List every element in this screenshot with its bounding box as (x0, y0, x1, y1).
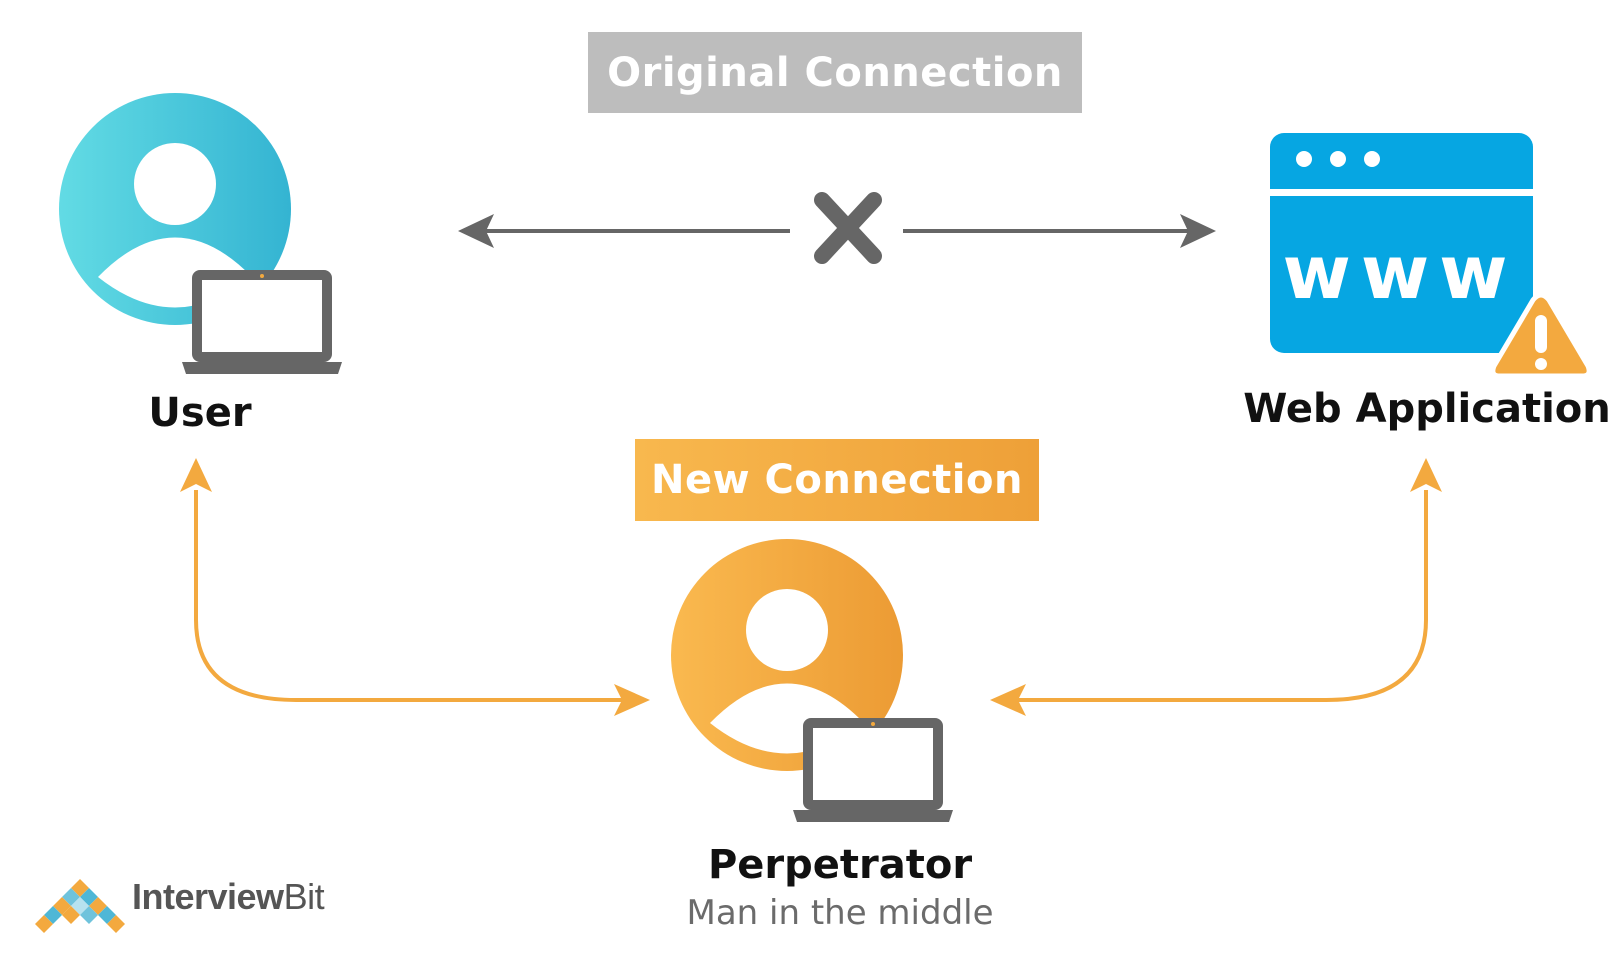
perp-laptop-icon (793, 718, 953, 822)
user-perp-curve (194, 490, 640, 702)
interviewbit-logo-mark (35, 879, 125, 933)
user-arrow-head (180, 458, 212, 492)
user-laptop-icon (182, 270, 342, 374)
webapp-arrow-head (1410, 458, 1442, 492)
logo-text-interview: Interview (132, 876, 284, 917)
perp-arrow-head-left (614, 684, 650, 716)
perp-arrow-head-right (990, 684, 1026, 716)
perpetrator-subtitle: Man in the middle (686, 893, 994, 933)
perp-avatar-head (746, 589, 828, 671)
user-with-laptop-icon (59, 93, 342, 374)
user-avatar-head (134, 143, 216, 225)
browser-dot-2 (1330, 151, 1346, 167)
attacker-with-laptop-icon (671, 539, 953, 822)
original-connection-arrows (458, 214, 1216, 248)
perpetrator-label: Perpetrator (707, 842, 973, 888)
cross-icon (814, 192, 882, 264)
browser-dot-3 (1364, 151, 1380, 167)
original-arrow-left-head (458, 214, 494, 248)
interviewbit-logo: InterviewBit (36, 876, 325, 918)
original-connection-label: Original Connection (588, 32, 1082, 113)
warning-triangle-icon (1490, 292, 1592, 379)
new-connection-label: New Connection (635, 439, 1039, 521)
user-label: User (148, 390, 252, 436)
browser-window-frame (1270, 133, 1533, 353)
browser-window-separator (1270, 189, 1533, 196)
browser-dot-1 (1296, 151, 1312, 167)
browser-window-icon: www (1270, 133, 1533, 353)
logo-text-bit: Bit (283, 876, 325, 917)
webapp-perp-curve (1006, 490, 1428, 702)
web-application-label: Web Application (1243, 386, 1611, 432)
logo-wordmark: InterviewBit (132, 876, 325, 918)
new-connection-arrows (180, 458, 1442, 716)
www-text: www (1282, 230, 1517, 316)
original-arrow-right-head (1180, 214, 1216, 248)
